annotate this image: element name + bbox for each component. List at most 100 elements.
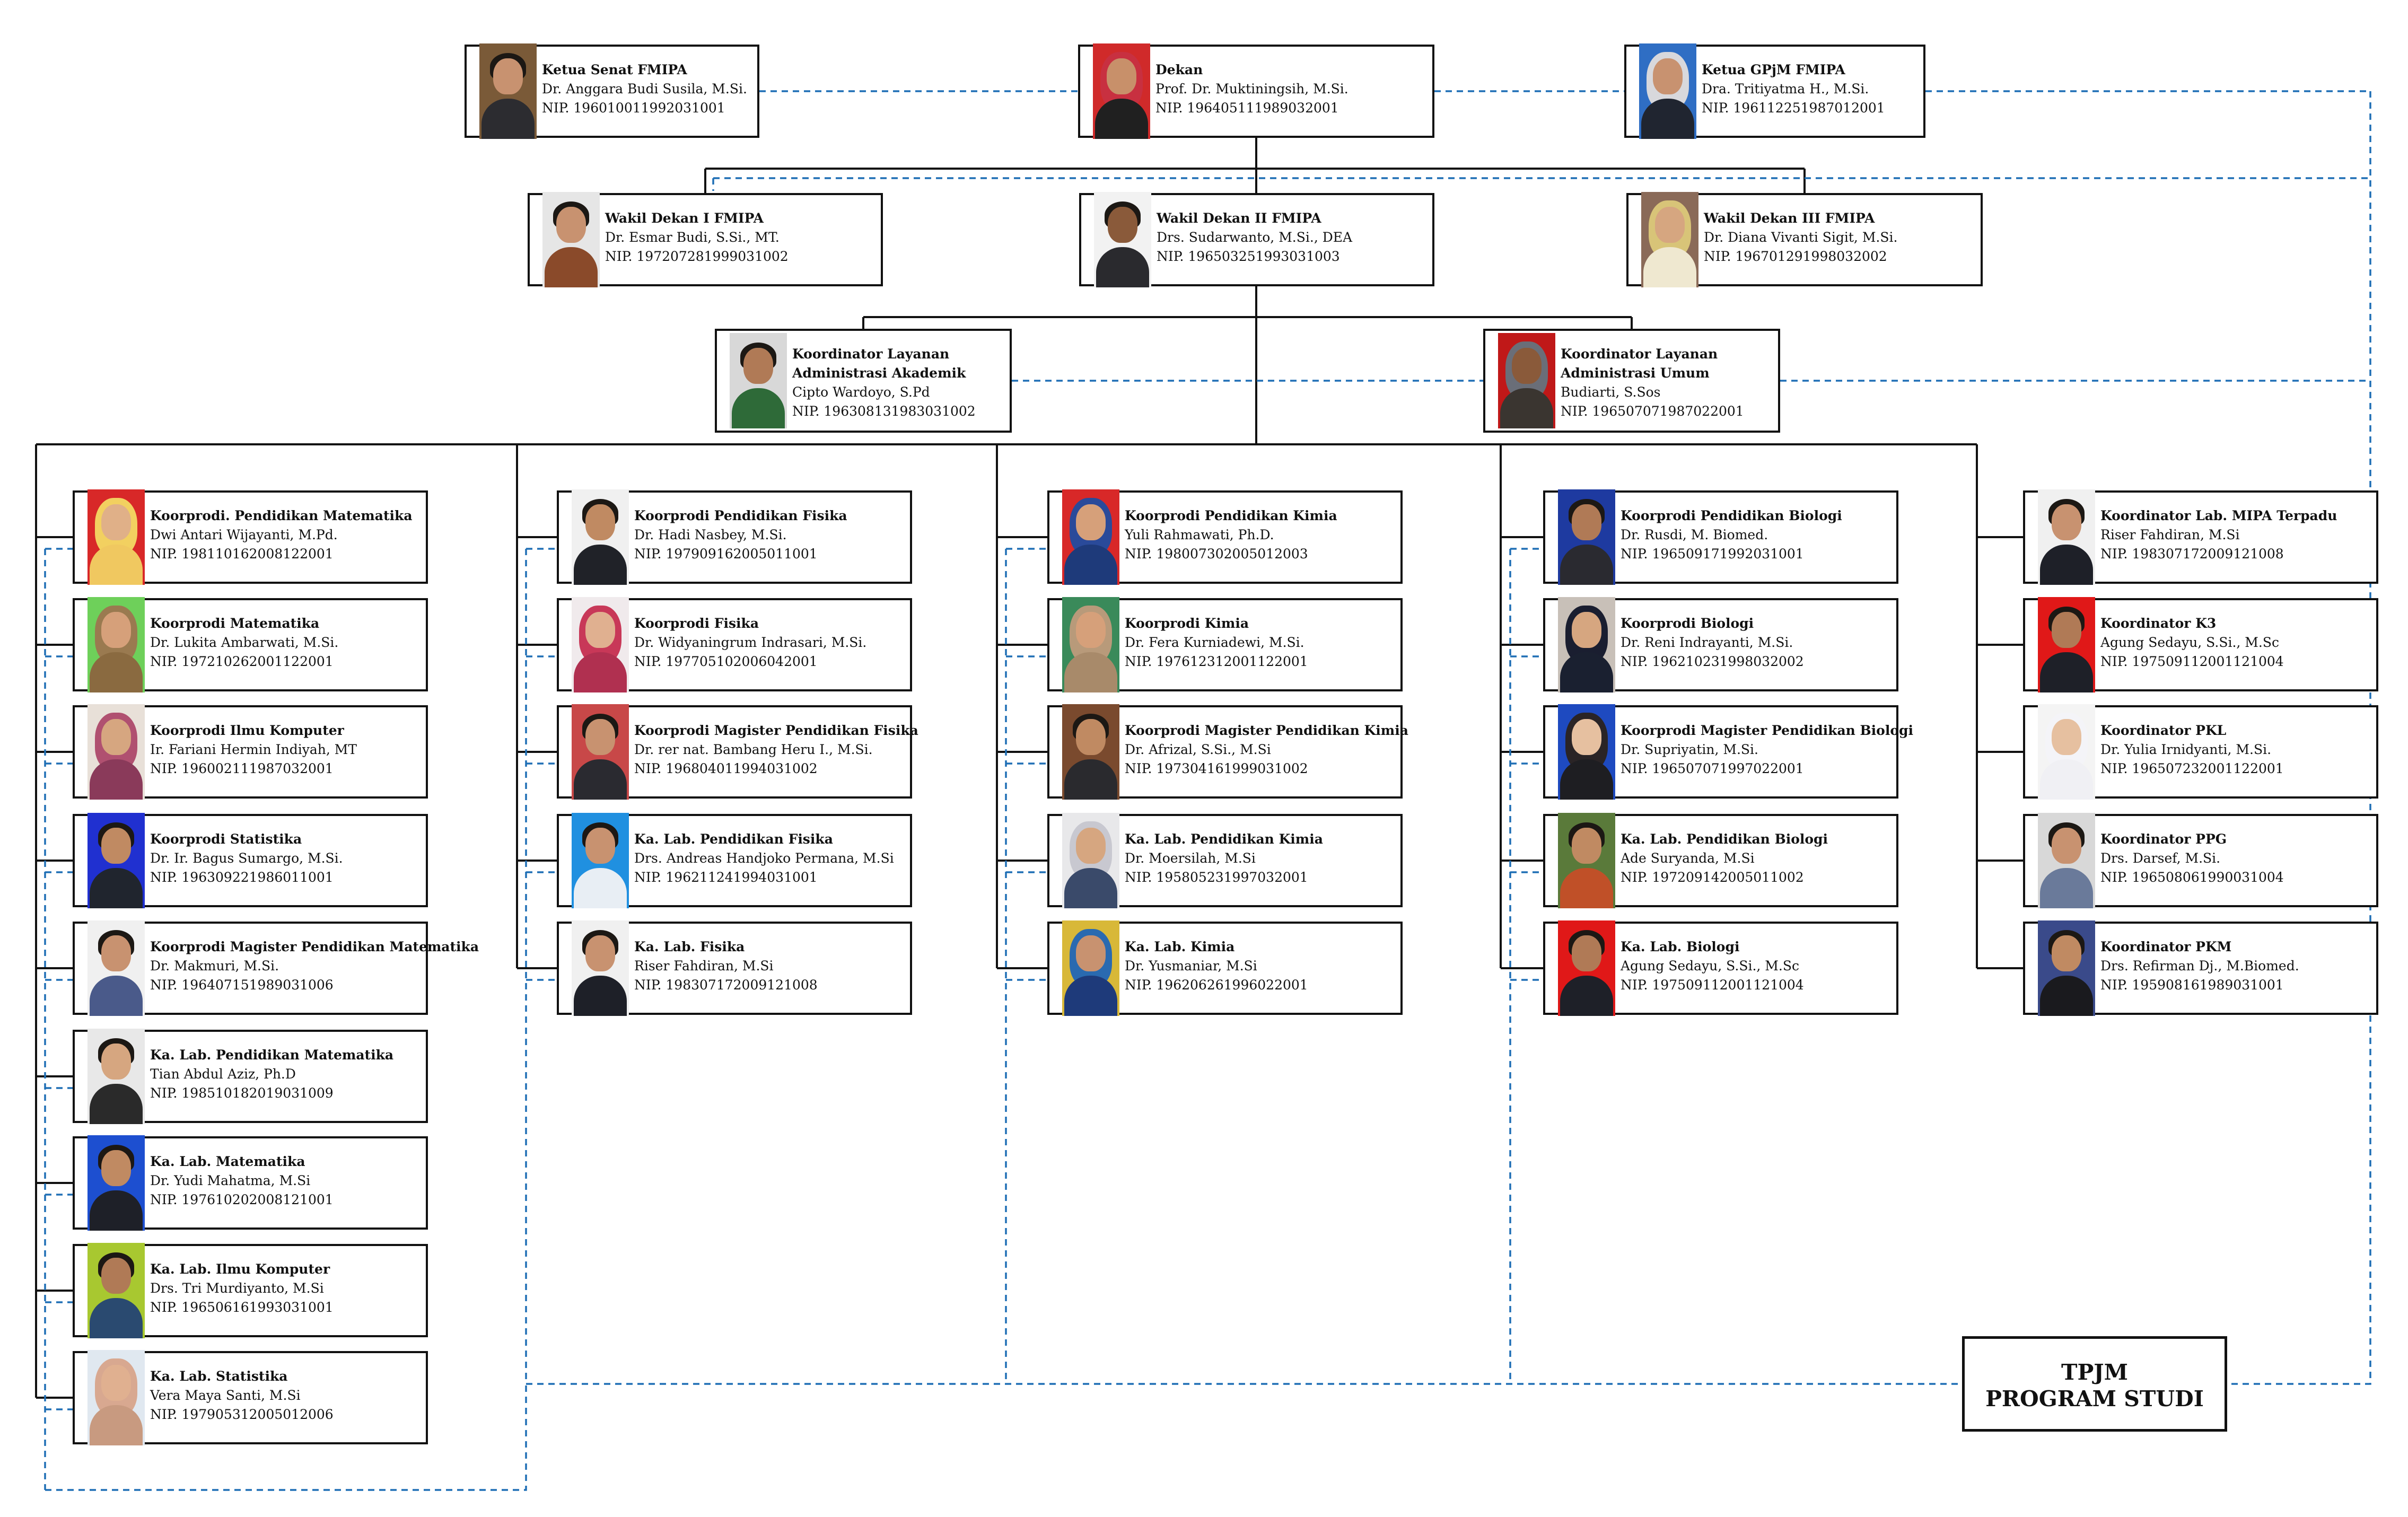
position-title: Ka. Lab. Fisika — [634, 939, 745, 954]
person-name: Dr. Rusdi, M. Biomed. — [1621, 527, 1768, 542]
person-name: Dr. Yulia Irnidyanti, M.Si. — [2100, 742, 2272, 757]
position-title: Koordinator Lab. MIPA Terpadu — [2100, 508, 2337, 523]
position-title: Ketua Senat FMIPA — [542, 62, 687, 77]
dash-col1-bottom — [45, 1384, 527, 1491]
person-nip: NIP. 197209142005011002 — [1621, 870, 1804, 885]
person-nip: NIP. 198510182019031009 — [150, 1085, 334, 1101]
position-title: Koorprodi Matematika — [150, 616, 320, 631]
portrait-photo — [1093, 43, 1150, 139]
tpjm-program-studi-box: TPJM PROGRAM STUDI — [1962, 1336, 2227, 1432]
person-nip: NIP. 198307172009121008 — [634, 977, 818, 993]
position-title: Wakil Dekan II FMIPA — [1157, 211, 1321, 226]
person-nip: NIP. 197612312001122001 — [1125, 654, 1308, 669]
position-title: Koordinator Layanan — [1561, 346, 1718, 362]
person-name: Prof. Dr. Muktiningsih, M.Si. — [1155, 81, 1349, 97]
position-title: Koorprodi Pendidikan Biologi — [1621, 508, 1842, 523]
position-title-2: Administrasi Akademik — [792, 365, 966, 381]
portrait-photo — [87, 597, 145, 692]
portrait-photo — [1062, 489, 1119, 585]
person-name: Agung Sedayu, S.Si., M.Sc — [1621, 958, 1799, 974]
portrait-photo — [1062, 704, 1119, 800]
person-nip: NIP. 196507232001122001 — [2100, 761, 2284, 776]
portrait-photo — [1558, 489, 1615, 585]
portrait-photo — [2038, 489, 2095, 585]
portrait-photo — [572, 813, 629, 908]
person-nip: NIP. 196211241994031001 — [634, 870, 818, 885]
person-name: Ade Suryanda, M.Si — [1621, 850, 1755, 866]
person-nip: NIP. 196405111989032001 — [1155, 100, 1339, 116]
person-nip: NIP. 196407151989031006 — [150, 977, 334, 993]
tpjm-line1: TPJM — [2061, 1360, 2129, 1385]
person-nip: NIP. 197610202008121001 — [150, 1192, 334, 1207]
dash-right-to-tpjm — [2227, 91, 2371, 1385]
position-title: Ka. Lab. Pendidikan Fisika — [634, 831, 833, 847]
position-title: Ka. Lab. Pendidikan Kimia — [1125, 831, 1323, 847]
position-title: Ka. Lab. Pendidikan Biologi — [1621, 831, 1828, 847]
person-name: Dr. Yusmaniar, M.Si — [1125, 958, 1257, 974]
person-name: Dr. Ir. Bagus Sumargo, M.Si. — [150, 850, 343, 866]
portrait-photo — [2038, 920, 2095, 1016]
position-title: Ka. Lab. Statistika — [150, 1369, 288, 1384]
position-title: Ketua GPjM FMIPA — [1702, 62, 1845, 77]
person-nip: NIP. 198307172009121008 — [2100, 546, 2284, 562]
person-nip: NIP. 197509112001121004 — [2100, 654, 2284, 669]
position-title: Koordinator PKM — [2100, 939, 2232, 954]
person-name: Riser Fahdiran, M.Si — [634, 958, 774, 974]
person-nip: NIP. 196309221986011001 — [150, 870, 334, 885]
person-name: Riser Fahdiran, M.Si — [2100, 527, 2240, 542]
portrait-photo — [730, 333, 787, 428]
portrait-photo — [87, 1029, 145, 1124]
portrait-photo — [1558, 813, 1615, 908]
person-nip: NIP. 196010011992031001 — [542, 100, 725, 116]
person-nip: NIP. 196002111987032001 — [150, 761, 334, 776]
person-nip: NIP. 196509171992031001 — [1621, 546, 1804, 562]
portrait-photo — [542, 192, 600, 287]
person-nip: NIP. 197909162005011001 — [634, 546, 818, 562]
position-title: Koorprodi Statistika — [150, 831, 302, 847]
position-title: Ka. Lab. Pendidikan Matematika — [150, 1047, 394, 1063]
person-nip: NIP. 198110162008122001 — [150, 546, 334, 562]
position-title: Koordinator Layanan — [792, 346, 950, 362]
person-nip: NIP. 197304161999031002 — [1125, 761, 1308, 776]
portrait-photo — [2038, 704, 2095, 800]
person-nip: NIP. 196506161993031001 — [150, 1300, 334, 1315]
position-title: Koorprodi Magister Pendidikan Fisika — [634, 723, 918, 738]
position-title: Koordinator PPG — [2100, 831, 2227, 847]
person-name: Dwi Antari Wijayanti, M.Pd. — [150, 527, 338, 542]
person-nip: NIP. 195908161989031001 — [2100, 977, 2284, 993]
tpjm-line2: PROGRAM STUDI — [1985, 1386, 2204, 1411]
position-details: Koorprodi Magister Pendidikan Matematika… — [150, 937, 479, 995]
person-name: Tian Abdul Aziz, Ph.D — [150, 1066, 296, 1082]
portrait-photo — [87, 704, 145, 800]
person-nip: NIP. 196804011994031002 — [634, 761, 818, 776]
person-name: Dr. Widyaningrum Indrasari, M.Si. — [634, 635, 867, 650]
portrait-photo — [87, 1350, 145, 1445]
